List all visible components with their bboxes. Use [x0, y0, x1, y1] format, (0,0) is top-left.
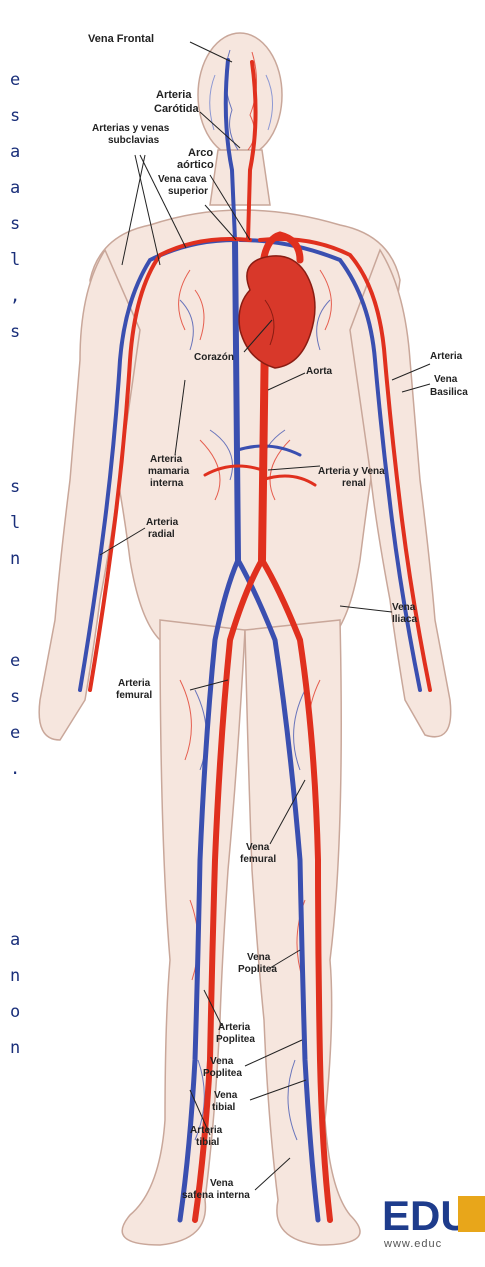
label-femoral-art-2: femural [116, 690, 152, 701]
body-silhouette [39, 33, 451, 1245]
side-text-line: o [10, 1002, 20, 1022]
side-text-line: s [10, 106, 20, 126]
edu-logo: EDU www.educ [378, 1172, 485, 1250]
side-text-line: s [10, 214, 20, 234]
side-text-line: a [10, 178, 20, 198]
label-radial-2: radial [148, 529, 175, 540]
label-safena-1: Vena [210, 1178, 234, 1189]
side-text-fragments: e s a a s l , s s l n e s e . a n o n [10, 70, 20, 1058]
label-tibial-vena-2: tibial [212, 1102, 236, 1113]
label-iliaca-2: Iliaca [392, 614, 417, 625]
label-cava-1: Vena cava [158, 174, 207, 185]
side-text-line: e [10, 70, 20, 90]
label-tibial-art-2: tibial [196, 1137, 220, 1148]
label-femoral-vena-2: femural [240, 854, 276, 865]
side-text-line: a [10, 142, 20, 162]
label-vena-frontal: Vena Frontal [88, 33, 154, 45]
side-text-line: e [10, 651, 20, 671]
label-mamaria-3: interna [150, 478, 184, 489]
label-poplitea-vena-b-2: Poplitea [203, 1068, 242, 1079]
left-leg [122, 620, 245, 1245]
label-mamaria-2: mamaria [148, 466, 190, 477]
side-text-line: l [10, 250, 20, 270]
label-safena-2: safena interna [182, 1190, 250, 1201]
side-text-line: s [10, 687, 20, 707]
label-femoral-art-1: Arteria [118, 678, 151, 689]
label-renal-2: renal [342, 478, 366, 489]
label-cava-2: superior [168, 186, 208, 197]
label-subclavias-2: subclavias [108, 135, 160, 146]
logo-accent [458, 1196, 485, 1232]
logo-url: www.educ [383, 1238, 442, 1250]
side-text-line: a [10, 930, 20, 950]
label-carotida-2: Carótida [154, 103, 200, 115]
label-corazon: Corazón [194, 352, 234, 363]
label-femoral-vena-1: Vena [246, 842, 270, 853]
label-poplitea-vena-2: Poplitea [238, 964, 277, 975]
label-iliaca-1: Vena [392, 602, 416, 613]
label-basilica-3: Basilica [430, 387, 468, 398]
side-text-line: e [10, 723, 20, 743]
label-basilica-2: Vena [434, 374, 458, 385]
side-text-line: s [10, 477, 20, 497]
label-poplitea-art-1: Arteria [218, 1022, 251, 1033]
label-renal-1: Arteria y Vena [318, 466, 385, 477]
label-poplitea-art-2: Poplitea [216, 1034, 255, 1045]
label-tibial-art-1: Arteria [190, 1125, 223, 1136]
label-poplitea-vena-1: Vena [247, 952, 271, 963]
label-tibial-vena-1: Vena [214, 1090, 238, 1101]
side-text-line: n [10, 966, 20, 986]
side-text-line: , [10, 286, 20, 306]
label-subclavias-1: Arterias y venas [92, 123, 170, 134]
label-radial-1: Arteria [146, 517, 179, 528]
side-text-line: l [10, 513, 20, 533]
label-mamaria-1: Arteria [150, 454, 183, 465]
label-arco-1: Arco [188, 147, 213, 159]
logo-text: EDU [382, 1192, 471, 1239]
label-poplitea-vena-b-1: Vena [210, 1056, 234, 1067]
side-text-line: s [10, 322, 20, 342]
label-carotida-1: Arteria [156, 89, 192, 101]
label-arco-2: aórtico [177, 159, 214, 171]
side-text-line: . [10, 759, 20, 779]
side-text-line: n [10, 1038, 20, 1058]
label-basilica-1: Arteria [430, 351, 463, 362]
label-aorta: Aorta [306, 366, 333, 377]
neck [210, 150, 270, 205]
side-text-line: n [10, 549, 20, 569]
